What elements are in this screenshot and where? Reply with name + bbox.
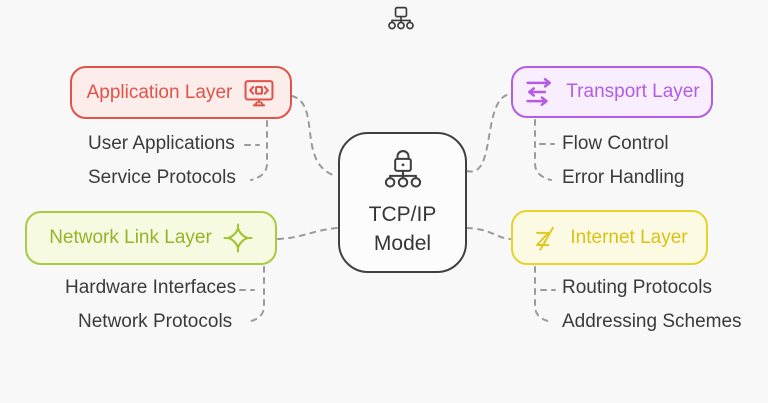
- leaf-user-applications: User Applications: [88, 133, 235, 154]
- node-label: Network Link Layer: [49, 227, 212, 248]
- z-slash-icon: [531, 223, 559, 253]
- lock-network-icon: [380, 147, 426, 196]
- connector-application-items: [250, 120, 268, 181]
- chip-cross-icon: [223, 223, 253, 253]
- leaf-flow-control: Flow Control: [562, 133, 669, 154]
- node-transport-layer: Transport Layer: [511, 66, 713, 118]
- leaf-hardware-interfaces: Hardware Interfaces: [65, 277, 237, 298]
- node-label: Application Layer: [86, 81, 233, 103]
- connector-center-transport: [466, 93, 511, 173]
- connector-network-center: [277, 227, 338, 240]
- center-node-title: TCP/IP Model: [369, 200, 437, 258]
- leaf-routing-protocols: Routing Protocols: [562, 277, 712, 298]
- node-internet-layer: Internet Layer: [511, 210, 708, 265]
- center-title-line2: Model: [373, 232, 432, 255]
- connector-transport-items: [534, 119, 552, 181]
- leaf-error-handling: Error Handling: [562, 167, 685, 188]
- network-hierarchy-icon: [385, 3, 417, 39]
- leaf-addressing-schemes: Addressing Schemes: [562, 311, 742, 332]
- leaf-network-protocols: Network Protocols: [78, 311, 233, 332]
- node-label: Transport Layer: [566, 81, 700, 102]
- center-title-line1: TCP/IP: [368, 203, 437, 226]
- connector-application-center: [291, 95, 337, 177]
- connector-network-items: [246, 266, 265, 323]
- center-node-tcpip-model: TCP/IP Model: [338, 132, 467, 273]
- node-application-layer: Application Layer: [70, 66, 292, 119]
- transfer-arrows-icon: [524, 78, 555, 106]
- node-label: Internet Layer: [570, 226, 688, 248]
- leaf-service-protocols: Service Protocols: [88, 167, 236, 188]
- monitor-code-icon: [243, 79, 275, 107]
- connector-internet-items: [534, 266, 553, 323]
- node-network-link-layer: Network Link Layer: [25, 211, 277, 265]
- connector-center-internet: [466, 227, 511, 240]
